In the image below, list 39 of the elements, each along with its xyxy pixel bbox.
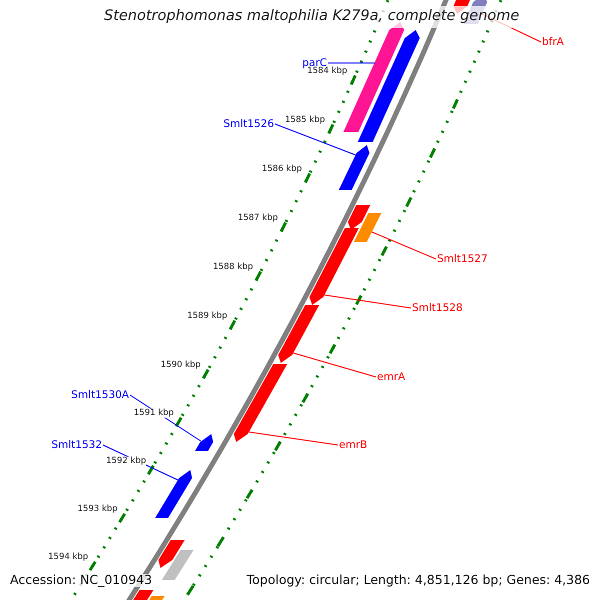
gene-label: Smlt1527 bbox=[437, 254, 488, 264]
gene-label: Smlt1528 bbox=[412, 302, 463, 314]
gene-block bbox=[234, 364, 288, 442]
gene-block bbox=[278, 305, 320, 363]
tick-label: 1585 kbp bbox=[284, 116, 325, 124]
tick-label: 1592 kbp bbox=[106, 456, 146, 466]
gene-label: parC bbox=[302, 58, 327, 68]
gene-label: Smlt1532 bbox=[51, 440, 102, 450]
gene-block bbox=[155, 470, 192, 518]
leader-line bbox=[274, 124, 356, 156]
gene-block bbox=[309, 228, 359, 305]
gene-label: bfrA bbox=[542, 36, 564, 48]
gene-block bbox=[348, 205, 370, 230]
gene-block bbox=[358, 30, 420, 142]
tick-label: 1587 kbp bbox=[238, 214, 278, 222]
gene-label: emrA bbox=[377, 372, 406, 382]
gene-label: Smlt1530A bbox=[71, 390, 129, 400]
tick-label: 1584 kbp bbox=[307, 66, 348, 76]
gene-label: Smlt1526 bbox=[223, 118, 274, 130]
tick-label: 1588 kbp bbox=[212, 262, 254, 272]
leader-line bbox=[292, 352, 376, 378]
gene-block bbox=[338, 145, 370, 190]
gene-block bbox=[354, 213, 382, 242]
tick-label: 1589 kbp bbox=[187, 312, 228, 320]
tick-label: 1591 kbp bbox=[134, 408, 174, 418]
gene-block bbox=[162, 550, 194, 580]
tick-label: 1590 kbp bbox=[160, 360, 201, 370]
tick-label: 1594 kbp bbox=[48, 552, 88, 562]
tick-label: 1586 kbp bbox=[262, 164, 302, 174]
gene-block bbox=[195, 434, 214, 451]
gene-label: emrB bbox=[339, 440, 368, 450]
gene-block bbox=[158, 540, 185, 568]
leader-line bbox=[371, 232, 436, 260]
leader-line bbox=[248, 432, 338, 446]
leader-line bbox=[324, 294, 412, 308]
tick-label: 1593 kbp bbox=[78, 504, 118, 514]
footer-text: Topology: circular; Length: 4,851,126 bp; Genes: 4,386 bbox=[244, 574, 592, 586]
leader-line bbox=[328, 62, 376, 64]
footer-text: Accession: NC_010943 bbox=[8, 574, 154, 586]
